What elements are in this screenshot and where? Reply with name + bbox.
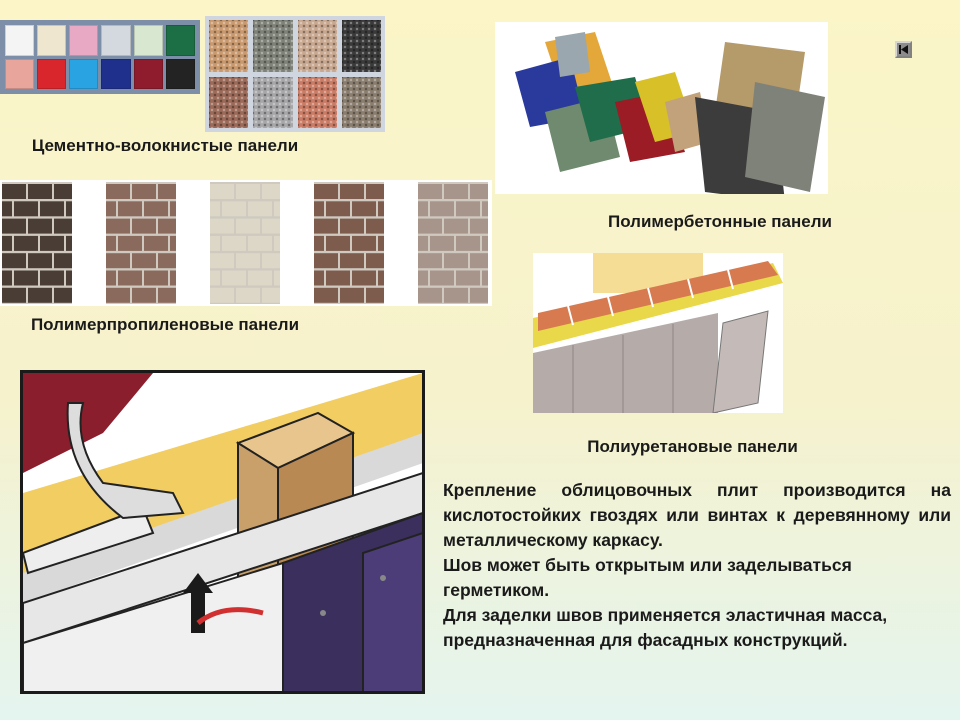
polymer-concrete-image	[495, 22, 828, 202]
color-swatch	[101, 25, 131, 56]
polyurethane-caption: Полиуретановые панели	[587, 437, 798, 456]
stone-texture-sample	[297, 20, 337, 72]
back-to-start-button[interactable]	[895, 41, 912, 58]
brick-sample	[418, 182, 488, 304]
back-to-start-icon	[899, 45, 908, 54]
polyurethane-panel-image	[533, 253, 783, 414]
stone-texture-sample	[209, 76, 249, 128]
mounting-detail-drawing	[23, 373, 422, 691]
color-swatch	[69, 25, 99, 56]
fiber-cement-stone-board	[205, 16, 385, 132]
color-swatch	[133, 58, 163, 89]
mounting-detail-illustration	[20, 370, 425, 694]
polymer-concrete-caption: Полимербетонные панели	[608, 212, 832, 231]
color-swatch	[37, 25, 67, 56]
color-swatch	[37, 58, 67, 89]
brick-sample	[210, 182, 280, 304]
stone-texture-sample	[253, 20, 293, 72]
stone-texture-sample	[297, 76, 337, 128]
polypropylene-caption: Полимерпропиленовые панели	[30, 315, 300, 334]
color-swatch	[165, 58, 195, 89]
brick-sample	[2, 182, 72, 304]
stone-texture-sample	[341, 76, 381, 128]
color-swatch	[69, 58, 99, 89]
polyurethane-drawing	[533, 253, 783, 414]
brick-samples-drawing	[2, 182, 488, 304]
fiber-cement-caption: Цементно-волокнистые панели	[31, 136, 299, 155]
color-swatch	[5, 58, 35, 89]
color-swatch	[165, 25, 195, 56]
stone-texture-sample	[209, 20, 249, 72]
mounting-paragraph-1: Крепление облицовочных плит производится…	[443, 480, 951, 550]
stone-texture-sample	[253, 76, 293, 128]
brick-sample	[106, 182, 176, 304]
fiber-cement-swatch-board	[0, 20, 200, 94]
mounting-paragraph-2: Шов может быть открытым или заделываться…	[443, 555, 852, 600]
mounting-description: Крепление облицовочных плит производится…	[443, 478, 951, 653]
brick-sample	[314, 182, 384, 304]
mounting-paragraph-3: Для заделки швов применяется эластичная …	[443, 605, 888, 650]
polypropylene-brick-samples	[0, 180, 492, 306]
color-swatch	[101, 58, 131, 89]
color-swatch	[133, 25, 163, 56]
stone-texture-sample	[341, 20, 381, 72]
color-swatch	[5, 25, 35, 56]
polymer-concrete-drawing	[515, 32, 825, 202]
